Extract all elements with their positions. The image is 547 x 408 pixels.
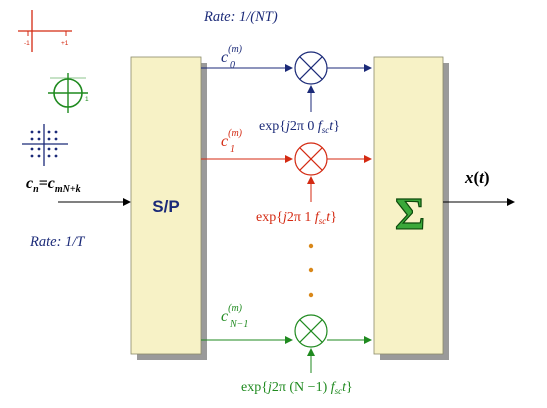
input-symbol-label: cn=cmN+k [26,175,81,195]
coef-symbol: c [221,133,228,150]
qam-point [47,147,51,151]
input-symbol-index: mN+k [55,184,81,195]
exp-j: j [266,380,272,395]
qam-point [30,130,34,134]
qam-point [47,137,51,141]
input-symbol-c: c [26,175,33,192]
exp-head: exp{ [241,380,268,395]
sp-block-label: S/P [152,197,179,216]
subcarrier-branch-1: c(m)1 exp{j2π 1 fsct} [201,128,372,226]
qam-point [47,130,51,134]
circle-constellation-icon: 1 [48,73,89,113]
coefficient-label: c(m) N−1 [221,303,248,330]
subcarrier-branch-n-minus-1: c(m) N−1 exp{j2π (N −1) fsct} [201,303,372,396]
qam-point [37,147,41,151]
circle-tick-label: 1 [85,96,89,103]
coef-symbol: c [221,308,228,325]
coef-superscript: (m) [228,44,243,55]
coef-subscript: N−1 [229,319,248,330]
carrier-exponential-label: exp{j2π 0 fsct} [259,119,340,135]
coefficient-label: c(m) 1 [221,128,243,155]
output-label-paren: ( [474,168,480,187]
output-label-t: t [479,168,485,187]
exp-mid: 2π 1 [287,210,315,225]
qam-point [30,147,34,151]
coef-superscript: (m) [228,128,243,139]
exp-close: } [330,210,337,225]
output-signal-label: x(t) [464,168,490,187]
qam-point [37,130,41,134]
exp-t: t [326,210,331,225]
coefficient-label: c(m) 0 [221,44,243,71]
qam-point [47,154,51,158]
coef-superscript: (m) [228,303,243,314]
exp-head: exp{ [259,119,286,134]
exp-fsub: sc [319,216,327,226]
exp-mid: 2π 0 [290,119,318,134]
subcarrier-branch-0: c(m) 0 exp{j2π 0 fsct} [201,44,372,135]
input-symbol-sub: n [33,184,39,195]
exp-close: } [333,119,340,134]
exp-j: j [281,210,287,225]
exp-head: exp{ [256,210,283,225]
exp-f: f [331,380,337,395]
qam-constellation-icon [22,124,68,166]
exp-j: j [284,119,290,134]
exp-t: t [342,380,347,395]
sp-block [130,56,202,355]
qam-point [37,154,41,158]
output-rate-label: Rate: 1/(NT) [203,9,278,25]
carrier-exponential-label: exp{j2π 1 fsct} [256,210,337,226]
input-symbol-eq: =c [39,175,55,192]
bpsk-tick-label: -1 [24,40,30,47]
qam-point [30,154,34,158]
exp-f: f [315,210,321,225]
exp-close: } [346,380,353,395]
exp-t: t [329,119,334,134]
bpsk-constellation-icon: -1 +1 [18,10,72,52]
qam-point [54,130,58,134]
qam-point [37,137,41,141]
output-label-paren: ) [484,168,490,187]
sigma-icon: Σ [395,188,425,239]
input-rate-label: Rate: 1/T [29,234,85,250]
ellipsis-dots [308,243,314,298]
exp-f: f [318,119,324,134]
svg-text:cn=cmN+k: cn=cmN+k [26,175,81,195]
exp-fsub: sc [335,386,343,396]
qam-point [30,137,34,141]
carrier-exponential-label: exp{j2π (N −1) fsct} [241,380,353,396]
output-label-x: x [464,168,474,187]
bpsk-tick-label: +1 [61,40,69,47]
exp-fsub: sc [322,125,330,135]
qam-point [54,137,58,141]
coef-subscript: 1 [230,144,235,155]
qam-point [54,147,58,151]
coef-symbol: c [221,49,228,66]
sum-block [373,56,444,355]
exp-mid: 2π (N −1) [272,380,331,395]
coef-subscript: 0 [230,60,235,71]
qam-point [54,154,58,158]
